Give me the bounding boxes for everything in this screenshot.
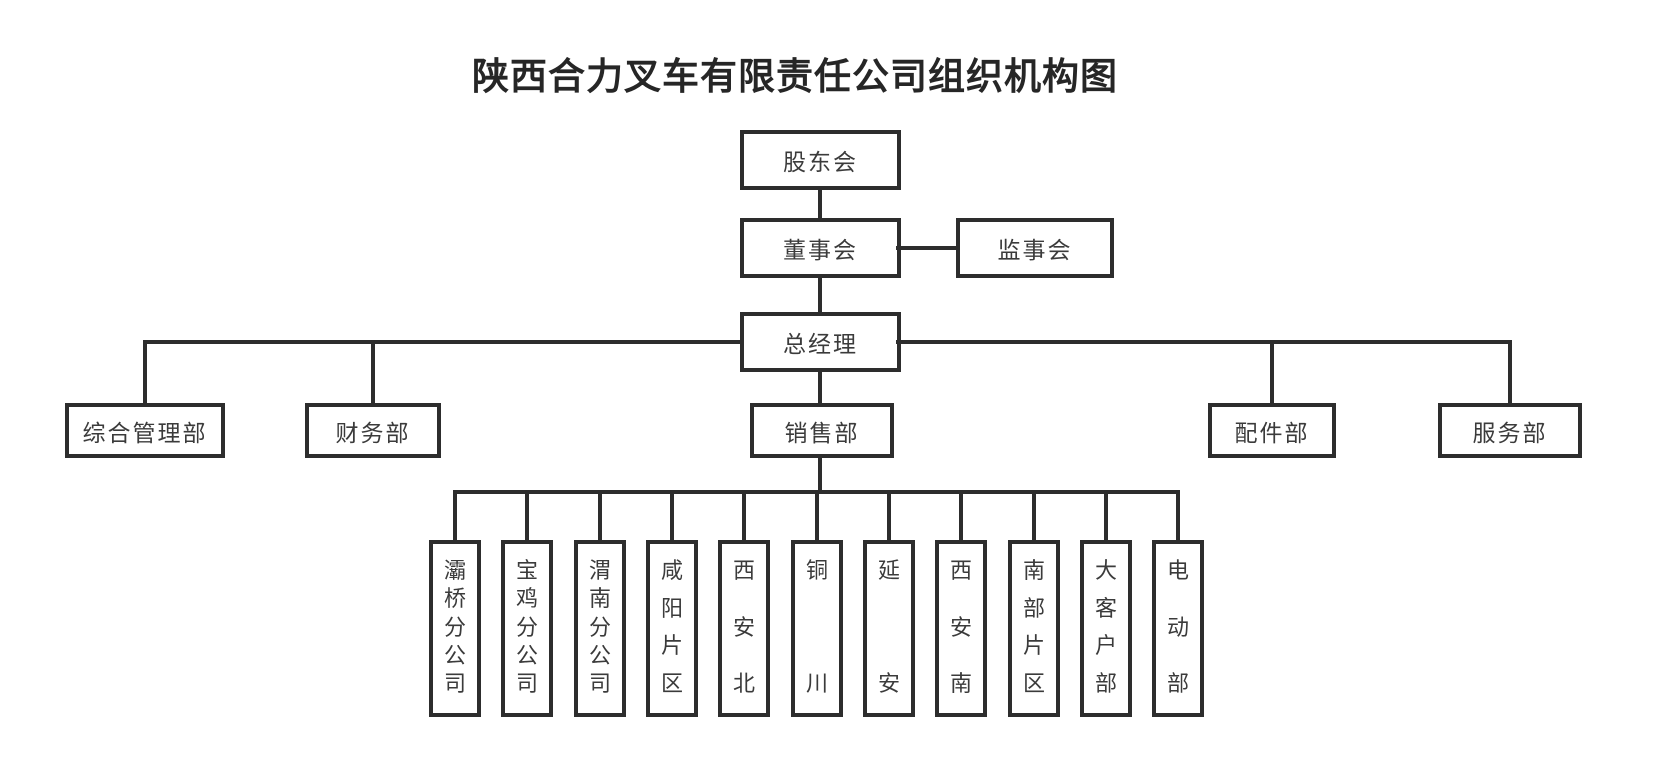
branch-label: 宝鸡分公司	[515, 558, 538, 696]
connector-board-supervisory	[896, 246, 958, 250]
org-node-branch-southern-area: 南部片区	[1008, 540, 1060, 717]
branch-label: 铜川	[805, 558, 828, 696]
connector-drop-baoji	[525, 490, 529, 543]
page-title: 陕西合力叉车有限责任公司组织机构图	[472, 56, 1118, 97]
connector-drop-baqiao	[453, 490, 457, 543]
connector-drop-xianyang	[670, 490, 674, 543]
branch-label: 电动部	[1166, 558, 1189, 696]
connector-board-gm	[818, 276, 822, 314]
org-node-branch-tongchuan: 铜川	[791, 540, 843, 717]
org-node-dept-sales: 销售部	[750, 403, 894, 458]
connector-shareholders-board	[818, 188, 822, 220]
org-node-branch-weinan: 渭南分公司	[574, 540, 626, 717]
org-node-branch-xianyang-area: 咸阳片区	[646, 540, 698, 717]
org-node-branch-baqiao: 灞桥分公司	[429, 540, 481, 717]
org-node-branch-baoji: 宝鸡分公司	[501, 540, 553, 717]
connector-drop-general-admin	[143, 340, 147, 407]
org-node-supervisory: 监事会	[956, 218, 1114, 278]
branch-label: 灞桥分公司	[443, 558, 466, 696]
connector-drop-xian-south	[959, 490, 963, 543]
connector-drop-electric	[1176, 490, 1180, 543]
connector-drop-southern-area	[1032, 490, 1036, 543]
connector-drop-xian-north	[742, 490, 746, 543]
connector-sales-down	[818, 456, 822, 494]
org-node-general-manager-label: 总经理	[783, 332, 858, 357]
connector-gm-left-horizontal	[143, 340, 742, 344]
org-node-board: 董事会	[740, 218, 901, 278]
connector-drop-yanan	[887, 490, 891, 543]
org-node-branch-yanan: 延安	[863, 540, 915, 717]
org-node-general-manager: 总经理	[740, 312, 901, 372]
branch-label: 渭南分公司	[588, 558, 611, 696]
connector-drop-service	[1508, 340, 1512, 407]
org-node-shareholders: 股东会	[740, 130, 901, 190]
branch-label: 西安南	[949, 558, 972, 696]
dept-label: 综合管理部	[82, 420, 208, 446]
branch-label: 大客户部	[1094, 558, 1117, 696]
org-node-branch-xian-north: 西安北	[718, 540, 770, 717]
org-node-branch-xian-south: 西安南	[935, 540, 987, 717]
branch-label: 延安	[877, 558, 900, 696]
connector-gm-sales	[818, 370, 822, 406]
connector-drop-weinan	[598, 490, 602, 543]
org-node-branch-electric: 电动部	[1152, 540, 1204, 717]
dept-label: 配件部	[1234, 420, 1310, 446]
branch-label: 咸阳片区	[660, 558, 683, 696]
dept-label: 服务部	[1472, 420, 1548, 446]
connector-drop-key-accounts	[1104, 490, 1108, 543]
org-node-branch-key-accounts: 大客户部	[1080, 540, 1132, 717]
connector-drop-tongchuan	[815, 490, 819, 543]
connector-drop-parts	[1270, 340, 1274, 407]
org-node-dept-finance: 财务部	[305, 403, 441, 458]
dept-label: 销售部	[784, 420, 860, 446]
org-node-shareholders-label: 股东会	[783, 150, 858, 175]
org-node-supervisory-label: 监事会	[997, 238, 1073, 263]
dept-label: 财务部	[335, 420, 411, 446]
org-node-dept-parts: 配件部	[1208, 403, 1336, 458]
branch-label: 南部片区	[1022, 558, 1045, 696]
org-node-dept-general-admin: 综合管理部	[65, 403, 225, 458]
connector-gm-right-horizontal	[896, 340, 1512, 344]
org-node-board-label: 董事会	[783, 238, 858, 263]
connector-drop-finance	[371, 340, 375, 407]
branch-label: 西安北	[732, 558, 755, 696]
org-node-dept-service: 服务部	[1438, 403, 1582, 458]
